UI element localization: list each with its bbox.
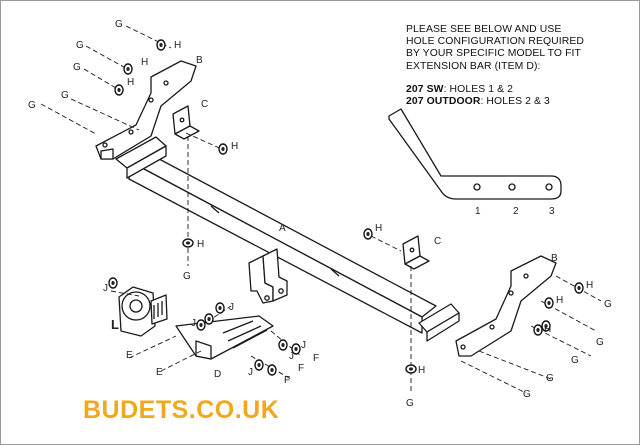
washer-nut	[405, 364, 417, 374]
label-f: F	[313, 353, 319, 364]
note-line: HOLE CONFIGURATION REQUIRED	[406, 36, 585, 48]
right-side-bracket	[455, 255, 557, 357]
model-207-outdoor: 207 OUTDOOR: HOLES 2 & 3	[406, 96, 626, 108]
label-h: H	[127, 77, 134, 88]
label-f: F	[298, 363, 304, 374]
label-a: A	[279, 223, 286, 234]
fasteners	[108, 39, 584, 376]
washer-nut	[278, 339, 288, 351]
label-g: G	[73, 62, 81, 73]
washer-nut	[544, 297, 554, 309]
washer-nut	[114, 84, 124, 96]
label-j: J	[248, 367, 253, 378]
note-line: PLEASE SEE BELOW AND USE	[406, 24, 562, 35]
label-h: H	[141, 57, 148, 68]
washer-nut	[291, 343, 301, 355]
label-j: J	[301, 340, 306, 351]
label-j: J	[289, 351, 294, 362]
label-c: C	[434, 236, 441, 247]
washer-nut	[204, 313, 214, 325]
main-crossbar	[128, 150, 437, 334]
washer-nut	[196, 319, 206, 331]
label-e: E	[156, 367, 163, 378]
label-b: B	[551, 253, 558, 264]
washer-nut	[218, 143, 228, 155]
label-g: G	[596, 337, 604, 348]
label-j: J	[229, 302, 234, 313]
washer-nut	[541, 320, 551, 332]
washer-nut	[182, 238, 194, 248]
label-g: G	[115, 19, 123, 30]
note-line: EXTENSION BAR (ITEM D):	[406, 60, 541, 72]
label-e: E	[126, 350, 133, 361]
label-g: G	[406, 398, 414, 409]
washer-nut	[254, 359, 264, 371]
label-g: G	[183, 271, 191, 282]
label-h: H	[418, 365, 425, 376]
part-labels: G H G H B G H G G C H H G A H C B H H G …	[28, 19, 612, 409]
hole-labels: 1 2 3	[475, 206, 555, 217]
washer-nut	[267, 364, 277, 376]
crossbar-left-plate	[115, 136, 167, 179]
hitch-bracket	[248, 248, 288, 304]
model-holes: : HOLES 2 & 3	[480, 96, 550, 108]
model-207-sw: 207 SW: HOLES 1 & 2	[406, 84, 626, 96]
label-h: H	[375, 223, 382, 234]
hole-2-label: 2	[513, 206, 519, 217]
hole-1-label: 1	[475, 206, 481, 217]
angle-bracket-c-right	[402, 235, 430, 270]
label-h: H	[231, 141, 238, 152]
hole-3-label: 3	[549, 206, 555, 217]
label-h: H	[544, 324, 551, 335]
label-d: D	[214, 369, 221, 380]
label-g: G	[61, 90, 69, 101]
label-g: G	[571, 355, 579, 366]
label-f: F	[284, 375, 290, 386]
model-holes: : HOLES 1 & 2	[443, 83, 514, 95]
extension-bar-profile	[388, 108, 562, 200]
label-j: J	[191, 318, 196, 329]
label-g: G	[76, 40, 84, 51]
label-g: G	[546, 373, 554, 384]
angle-bracket-c-left	[172, 105, 200, 140]
hole-configuration-note: PLEASE SEE BELOW AND USE HOLE CONFIGURAT…	[406, 24, 626, 108]
washer-nut	[215, 302, 225, 314]
washer-nut	[363, 228, 373, 240]
note-line: BY YOUR SPECIFIC MODEL TO FIT	[406, 48, 581, 60]
socket-plate	[118, 286, 168, 337]
model-name: 207 OUTDOOR	[406, 96, 481, 108]
label-l: L	[111, 317, 119, 332]
label-c: C	[201, 99, 208, 110]
label-j: J	[103, 283, 108, 294]
label-g: G	[604, 299, 612, 310]
washer-nut	[533, 324, 543, 336]
label-g: G	[523, 389, 531, 400]
watermark: BUDETS.CO.UK	[83, 396, 280, 424]
label-h: H	[197, 239, 204, 250]
label-h: H	[586, 280, 593, 291]
model-name: 207 SW	[406, 83, 444, 95]
label-g: G	[28, 100, 36, 111]
left-side-bracket	[95, 60, 197, 160]
label-b: B	[196, 55, 203, 66]
washer-nut	[574, 282, 584, 294]
washer-nut	[108, 277, 118, 289]
label-h: H	[556, 295, 563, 306]
crossbar-right-plate	[418, 303, 460, 342]
washer-nut	[156, 39, 166, 51]
washer-nut	[123, 63, 133, 75]
label-h: H	[174, 40, 181, 51]
